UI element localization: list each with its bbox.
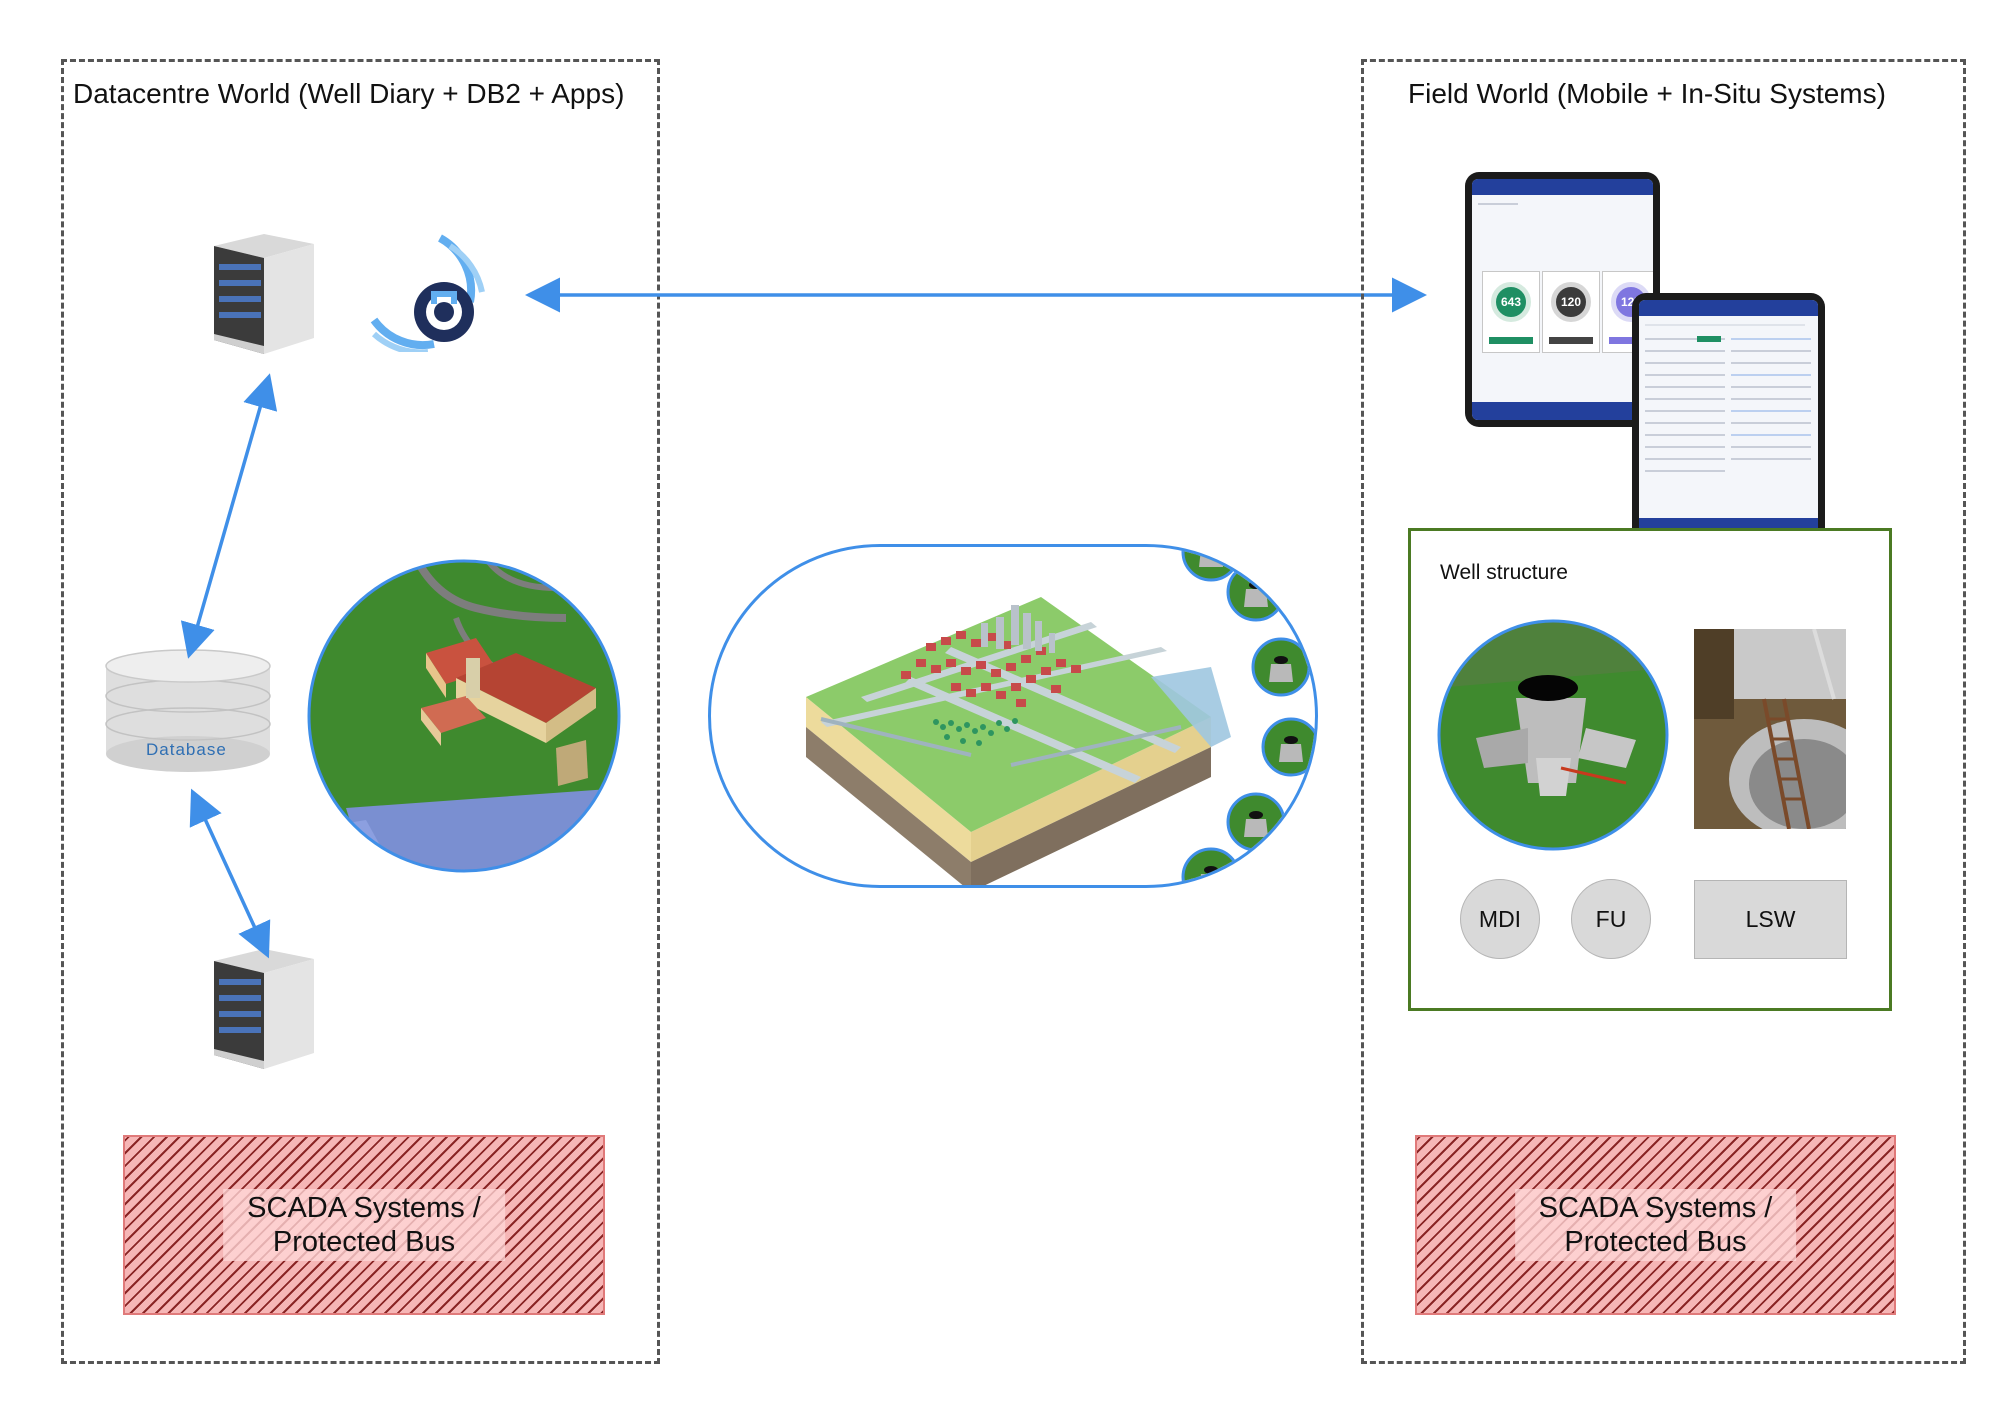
scada-protected-bus-left: SCADA Systems / Protected Bus [123, 1135, 605, 1315]
city-3d-model [806, 597, 1231, 885]
chip-fu: FU [1571, 879, 1651, 959]
scada-line1: SCADA Systems / [247, 1192, 481, 1224]
tablet-dashboard: 643 120 127 [1465, 172, 1660, 427]
field-world-panel [1361, 59, 1966, 1364]
scada-line2: Protected Bus [1564, 1226, 1747, 1258]
tablet-well-details [1632, 293, 1825, 543]
database-server-arrow [189, 788, 271, 959]
well-structure-box: Well structure MDI FU LSW [1408, 528, 1892, 1011]
scada-label: SCADA Systems / Protected Bus [223, 1189, 505, 1261]
scada-line1: SCADA Systems / [1538, 1192, 1773, 1224]
chip-mdi: MDI [1460, 879, 1540, 959]
farm-3d-map-circle [307, 559, 621, 873]
server-icon [214, 234, 314, 354]
datacentre-world-panel [61, 59, 660, 1364]
tablet-screen: 643 120 127 [1472, 179, 1653, 420]
scada-line2: Protected Bus [272, 1226, 456, 1258]
well-photo [1694, 629, 1846, 829]
data-logo-icon [370, 234, 485, 352]
scada-protected-bus-right: SCADA Systems / Protected Bus [1415, 1135, 1896, 1315]
scada-label: SCADA Systems / Protected Bus [1514, 1189, 1797, 1261]
well-structure-title: Well structure [1440, 561, 1568, 584]
well-thumbnails [1181, 547, 1315, 885]
server-database-arrow [180, 373, 278, 659]
tablet-screen [1639, 300, 1818, 536]
well-3d-model-circle [1437, 619, 1669, 851]
datacentre-world-title: Datacentre World (Well Diary + DB2 + App… [73, 78, 625, 109]
field-world-title: Field World (Mobile + In-Situ Systems) [1408, 78, 1886, 109]
gauge-operational: 643 [1482, 271, 1540, 353]
database-label: Database [146, 740, 227, 759]
chip-lsw: LSW [1694, 880, 1847, 959]
city-3d-pill [708, 544, 1318, 888]
gauge-decommissioned: 120 [1542, 271, 1600, 353]
database-icon [105, 649, 271, 772]
